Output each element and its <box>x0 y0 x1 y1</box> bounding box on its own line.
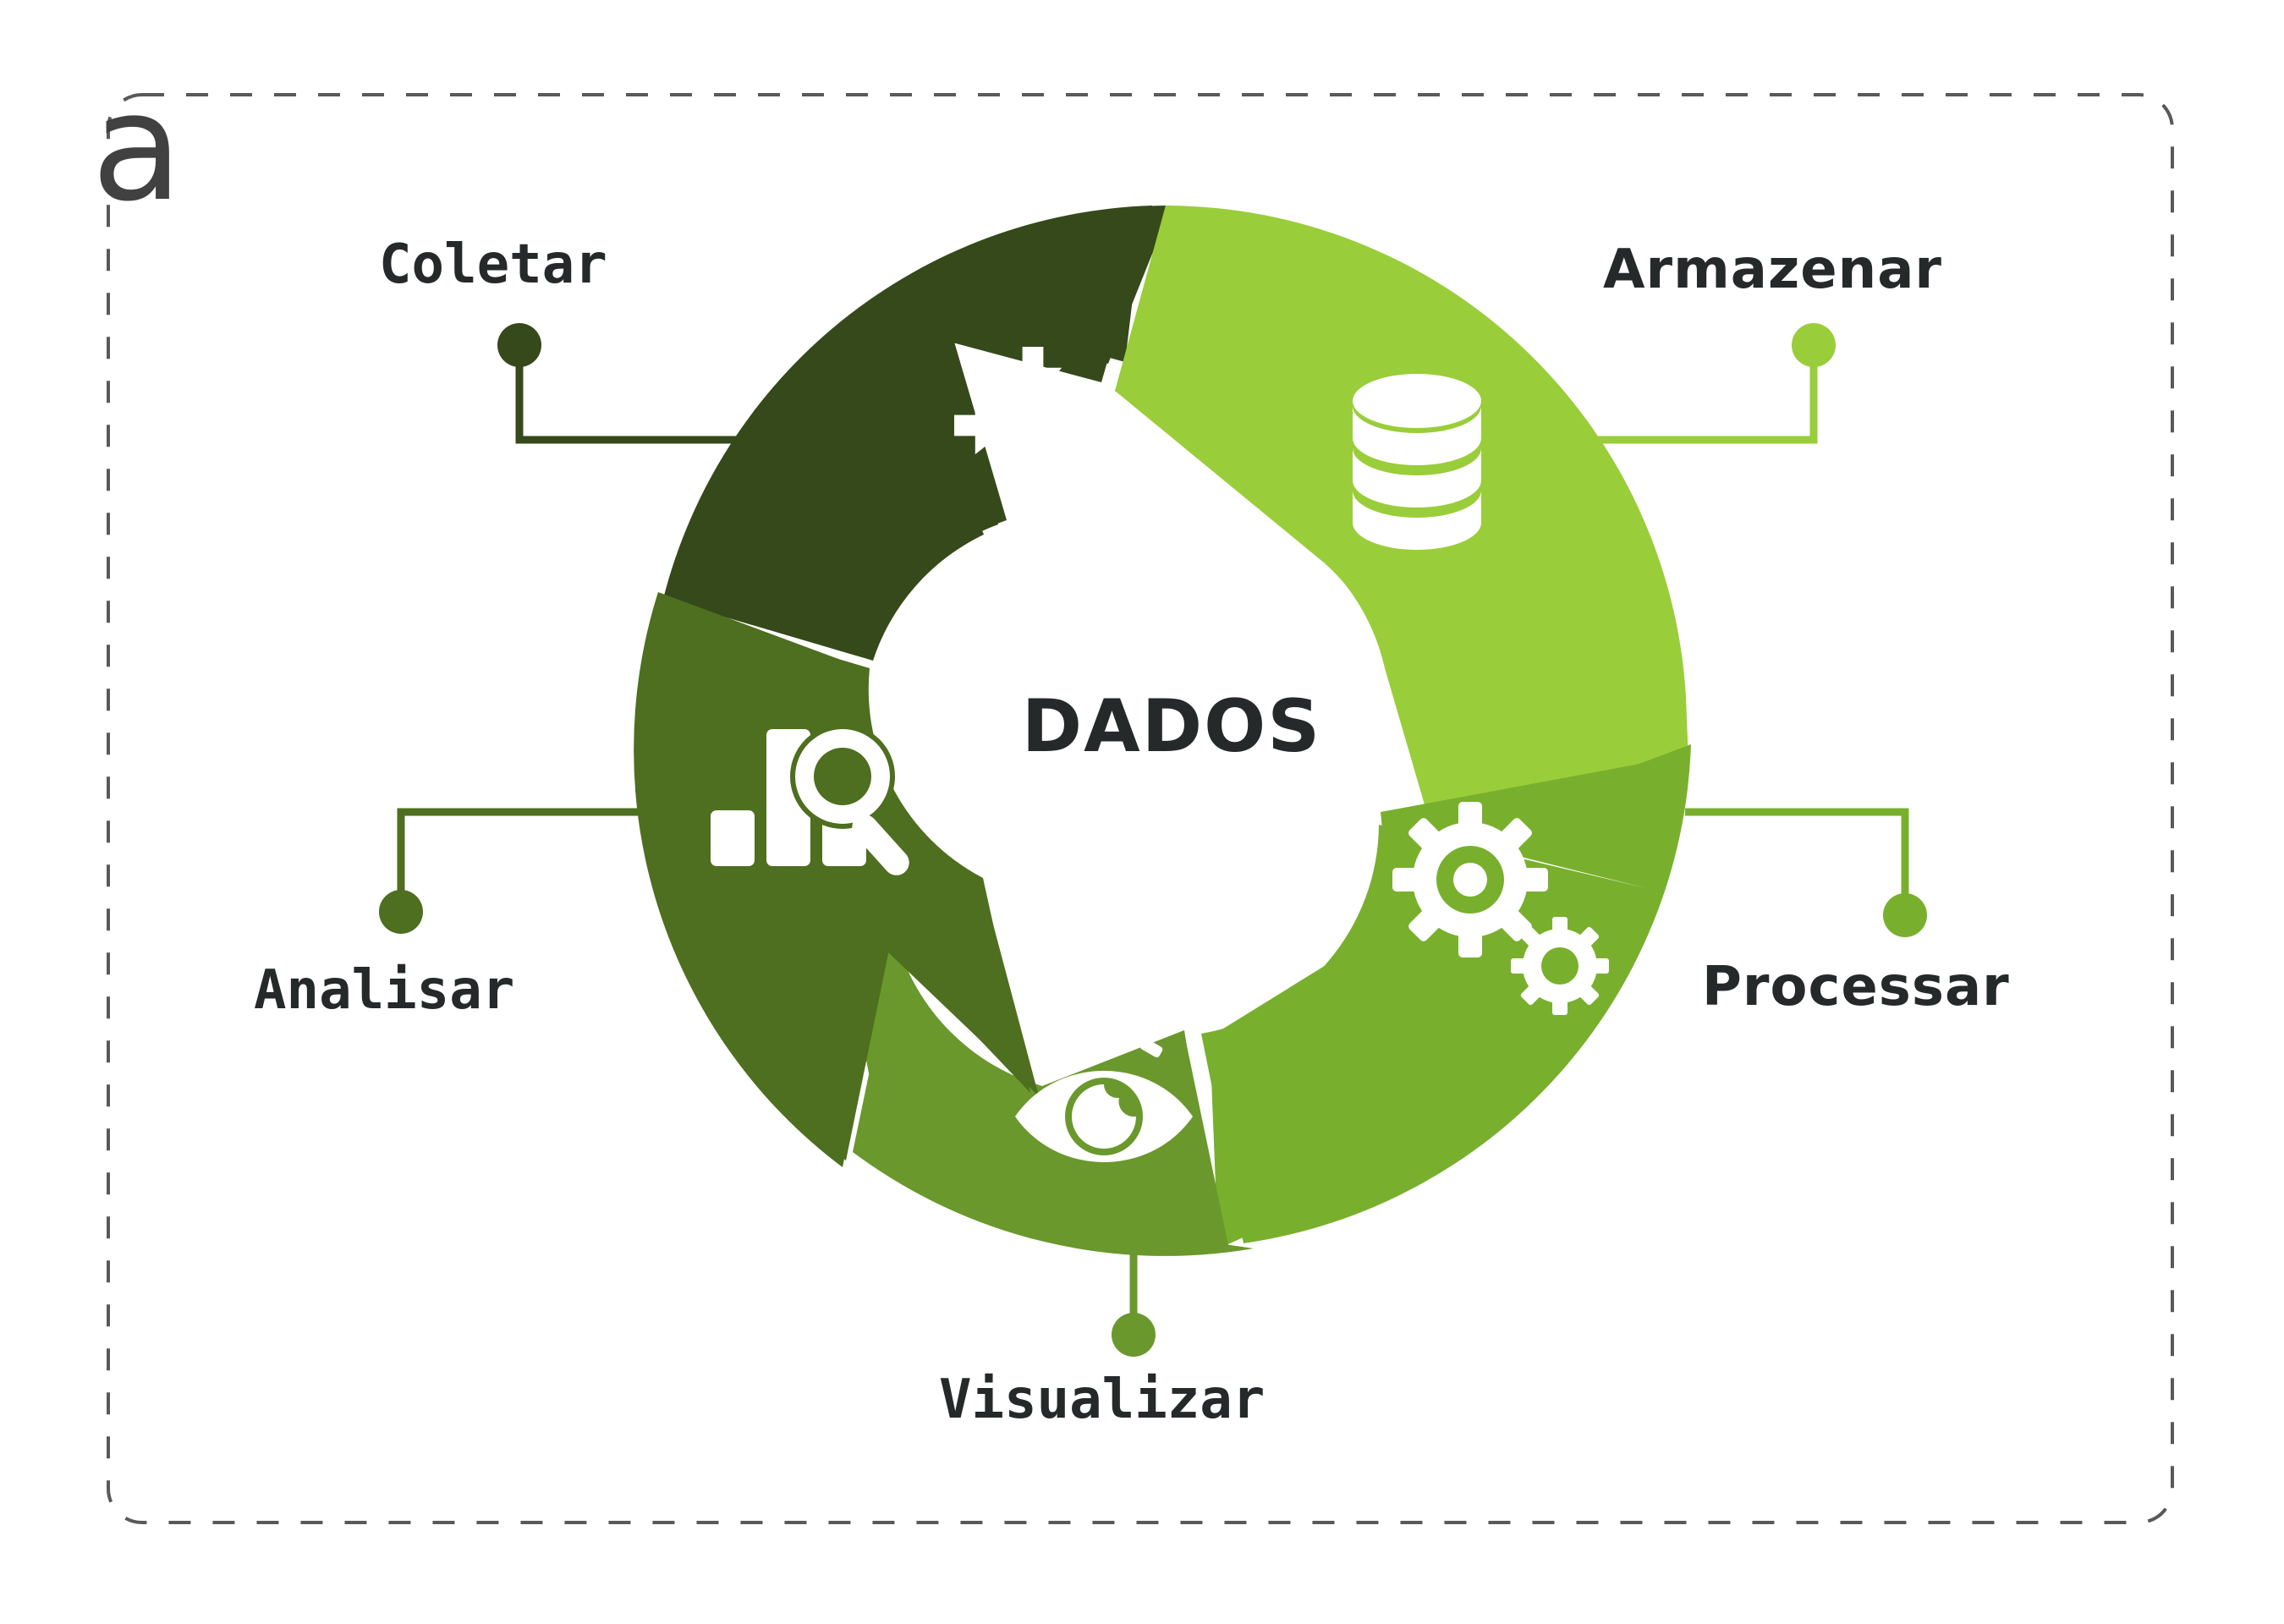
segment-coletar-shape[interactable] <box>663 206 1152 661</box>
connector-dot-armazenar <box>1792 323 1836 367</box>
connector-dot-coletar <box>497 323 541 367</box>
connector-coletar <box>497 323 766 444</box>
label-analisar[interactable]: Analisar <box>254 959 515 1022</box>
connector-analisar <box>379 808 645 934</box>
center-label: DADOS <box>1022 684 1321 769</box>
label-coletar[interactable]: Coletar <box>379 233 607 296</box>
database-icon <box>1353 374 1481 550</box>
label-processar[interactable]: Processar <box>1702 956 2010 1018</box>
connector-dot-processar <box>1883 893 1927 937</box>
eye-icon <box>1015 1032 1193 1162</box>
connector-armazenar <box>1580 323 1836 444</box>
connector-visualizar <box>1112 1228 1156 1357</box>
label-armazenar[interactable]: Armazenar <box>1603 239 1942 301</box>
gears-icon <box>1392 802 1609 1015</box>
brand-logo: a <box>91 61 183 234</box>
connector-processar <box>1685 808 1927 937</box>
segment-processar-shape[interactable] <box>1201 744 1691 1248</box>
center-hub <box>958 514 1385 941</box>
converge-arrows-icon <box>954 347 1112 504</box>
bar-chart-search-icon <box>711 724 909 875</box>
dashed-frame <box>107 93 2174 1524</box>
label-visualizar[interactable]: Visualizar <box>939 1369 1266 1431</box>
connector-dot-analisar <box>379 890 423 934</box>
segment-analisar-shape[interactable] <box>634 592 1039 1167</box>
connector-dot-visualizar <box>1112 1313 1156 1357</box>
